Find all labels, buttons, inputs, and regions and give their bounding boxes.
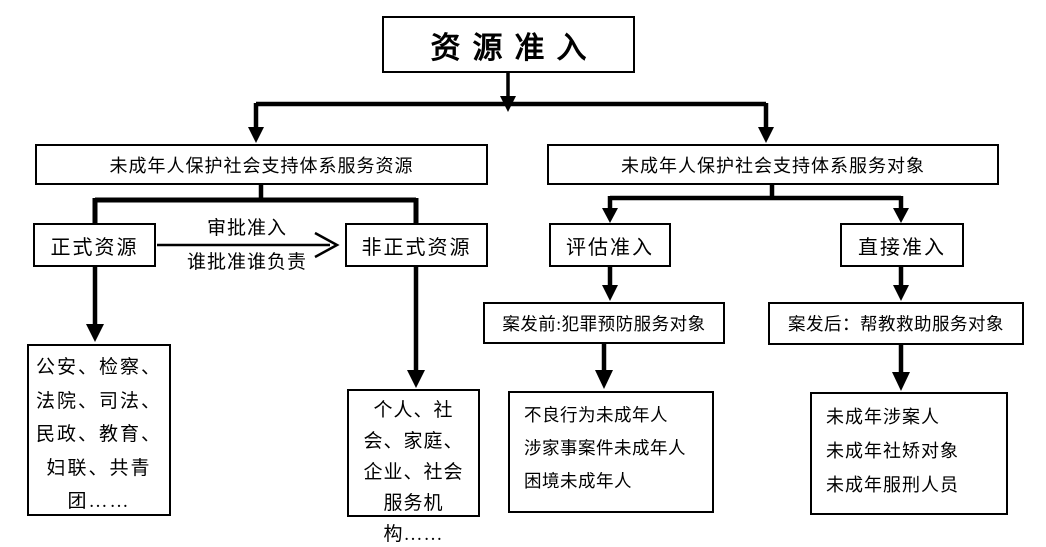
node-service-targets: 未成年人保护社会支持体系服务对象 [547, 144, 999, 185]
approval-arrow-label-line2: 谁批准谁负责 [186, 252, 307, 273]
approval-arrow-label-line1: 审批准入 [206, 218, 287, 239]
arrowhead-prevention-list [595, 370, 613, 389]
node-eval-access: 评估准入 [549, 223, 671, 267]
arrowhead-precase [602, 285, 618, 301]
list-item: 未成年涉案人 [826, 407, 940, 427]
arrowhead-postcase [893, 285, 909, 301]
arrowhead-left-l2 [248, 127, 264, 143]
node-service-resources: 未成年人保护社会支持体系服务资源 [35, 144, 488, 185]
list-item: 不良行为未成年人 [524, 405, 668, 425]
node-direct-access: 直接准入 [840, 223, 964, 267]
node-formal-resources: 正式资源 [33, 223, 156, 267]
list-item: 涉家事案件未成年人 [524, 438, 686, 458]
node-prevention-targets: 不良行为未成年人 涉家事案件未成年人 困境未成年人 [508, 391, 714, 513]
arrowhead-direct [893, 208, 909, 223]
arrowhead-right-l2 [758, 127, 774, 143]
list-item: 未成年社矫对象 [826, 441, 959, 461]
list-item: 困境未成年人 [524, 471, 632, 491]
arrowhead-assist-list [892, 372, 910, 391]
list-item: 未成年服刑人员 [826, 475, 959, 495]
node-formal-members: 公安、检察、法院、司法、民政、教育、妇联、共青团…… [27, 344, 171, 516]
node-assist-targets: 未成年涉案人 未成年社矫对象 未成年服刑人员 [810, 392, 1008, 515]
node-informal-members: 个人、社会、家庭、企业、社会服务机构…… [347, 389, 480, 545]
node-pre-case: 案发前:犯罪预防服务对象 [483, 302, 725, 344]
arrowhead-eval [602, 208, 618, 223]
approval-arrow-head [314, 231, 340, 259]
node-post-case: 案发后：帮教救助服务对象 [768, 302, 1024, 345]
node-informal-resources: 非正式资源 [345, 223, 488, 267]
arrowhead-formal-list [86, 324, 104, 342]
arrowhead-root [500, 96, 516, 112]
node-root: 资源准入 [382, 16, 635, 73]
arrowhead-informal-list [407, 370, 425, 388]
